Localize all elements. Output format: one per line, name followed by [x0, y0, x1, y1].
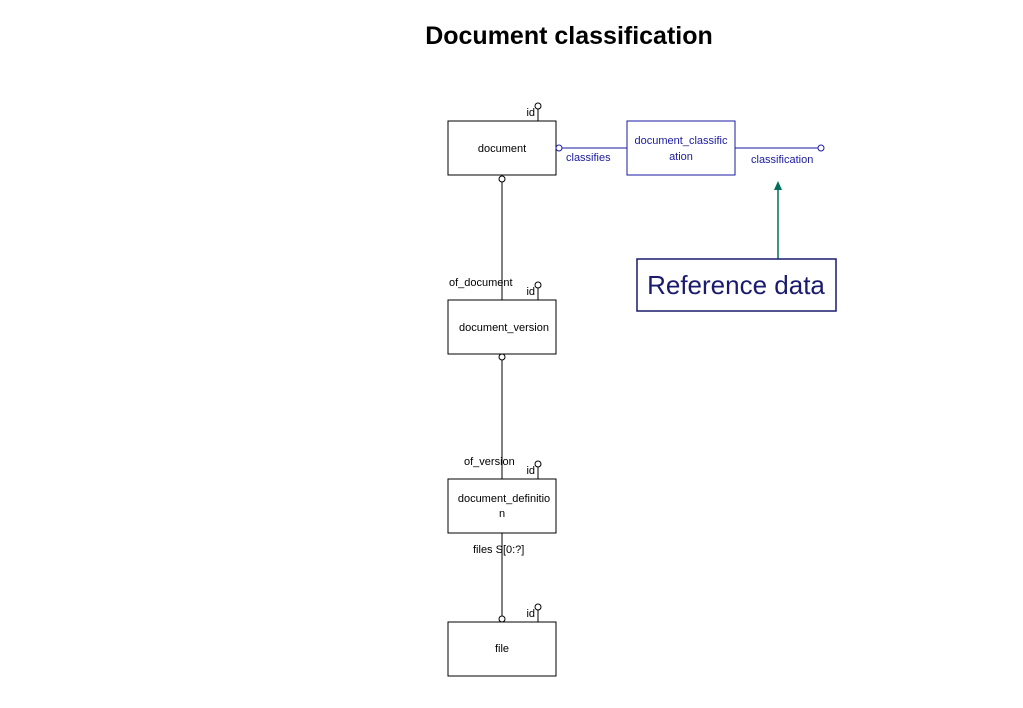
- document-definition-id-label: id: [526, 465, 535, 477]
- entity-document-definition-label-line1: document_definitio: [458, 493, 550, 505]
- document-version-id-attribute: id: [526, 281, 542, 300]
- page-title: Document classification: [425, 22, 713, 50]
- entity-document-version[interactable]: document_version: [447, 299, 557, 355]
- classifies-label: classifies: [566, 152, 611, 164]
- document-definition-id-attribute: id: [526, 460, 542, 479]
- classification-end-circle: [817, 144, 825, 152]
- files-end-circle: [498, 615, 506, 623]
- file-id-attribute: id: [526, 603, 542, 622]
- document-id-label: id: [526, 107, 535, 119]
- entity-document[interactable]: document: [447, 120, 557, 176]
- entity-document-classification-label-line2: ation: [669, 151, 693, 163]
- entity-file[interactable]: file: [447, 621, 557, 677]
- of-document-end-circle: [498, 175, 506, 183]
- entity-document-version-label: document_version: [459, 322, 549, 334]
- files-label: files S[0:?]: [473, 544, 524, 556]
- entity-document-label: document: [478, 143, 526, 155]
- classifies-end-circle: [555, 144, 563, 152]
- entity-document-classification-label-line1: document_classific: [635, 135, 728, 147]
- of-document-label: of_document: [449, 277, 513, 289]
- document-version-id-label: id: [526, 286, 535, 298]
- file-id-label: id: [526, 608, 535, 620]
- reference-data-label: Reference data: [647, 270, 825, 300]
- entity-document-definition-label-line2: n: [499, 508, 505, 520]
- of-version-label: of_version: [464, 456, 515, 468]
- entity-document-classification[interactable]: document_classific ation: [626, 120, 736, 176]
- classification-label: classification: [751, 154, 813, 166]
- entity-file-label: file: [495, 643, 509, 655]
- reference-arrow-head: [774, 181, 782, 190]
- of-version-end-circle: [498, 353, 506, 361]
- entity-document-definition[interactable]: document_definitio n: [447, 478, 557, 534]
- reference-data-box: Reference data: [636, 258, 837, 312]
- document-id-attribute: id: [526, 102, 542, 121]
